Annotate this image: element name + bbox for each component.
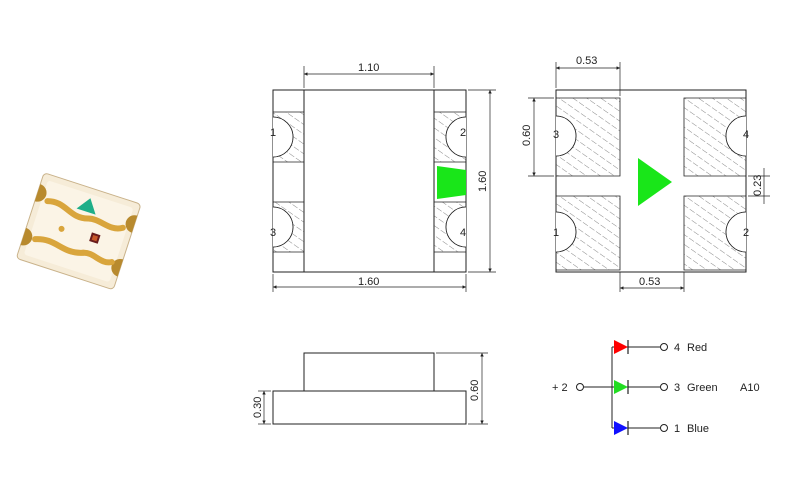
top-view: 1 2 3 4 1.10 1.60 1.60 — [270, 62, 496, 292]
blue-led-icon — [614, 421, 628, 435]
dim-gap: 0.23 — [752, 175, 764, 196]
dim-total: 0.60 — [469, 380, 481, 401]
blue-label: Blue — [687, 423, 709, 435]
red-led-icon — [614, 340, 628, 354]
pad-pin-1: 1 — [553, 227, 559, 239]
circuit-diagram: + 2 4 Red 3 Green 1 Blue A10 — [552, 340, 760, 435]
red-label: Red — [687, 342, 707, 354]
pad-pin-2: 2 — [743, 227, 749, 239]
pad-pin-3: 3 — [553, 129, 559, 141]
top-pin-4: 4 — [460, 227, 466, 239]
top-pin-3: 3 — [270, 227, 276, 239]
green-led-icon — [614, 380, 628, 394]
dim-pad-height: 0.60 — [521, 125, 533, 146]
common-anode-label: + 2 — [552, 382, 568, 394]
green-label: Green — [687, 382, 718, 394]
top-pin-1: 1 — [270, 127, 276, 139]
pad-pin-4: 4 — [743, 129, 749, 141]
dim-pad-spacing: 0.53 — [639, 276, 660, 288]
dim-width-top: 1.10 — [358, 62, 379, 74]
blue-pin: 1 — [674, 423, 680, 435]
side-view: 0.30 0.60 — [252, 352, 488, 425]
dim-width-bottom: 1.60 — [358, 276, 379, 288]
pad-view: 3 4 1 2 0.53 0.60 0.23 0.53 — [521, 55, 770, 292]
red-pin: 4 — [674, 342, 680, 354]
dim-base: 0.30 — [252, 397, 264, 418]
green-polarity-marker-icon — [437, 166, 466, 199]
dim-height: 1.60 — [477, 171, 489, 192]
smd-led-photo — [16, 173, 141, 290]
polarity-triangle-icon — [638, 158, 672, 206]
green-pin: 3 — [674, 382, 680, 394]
dim-pad-width: 0.53 — [576, 55, 597, 67]
top-pin-2: 2 — [460, 127, 466, 139]
part-code: A10 — [740, 382, 760, 394]
